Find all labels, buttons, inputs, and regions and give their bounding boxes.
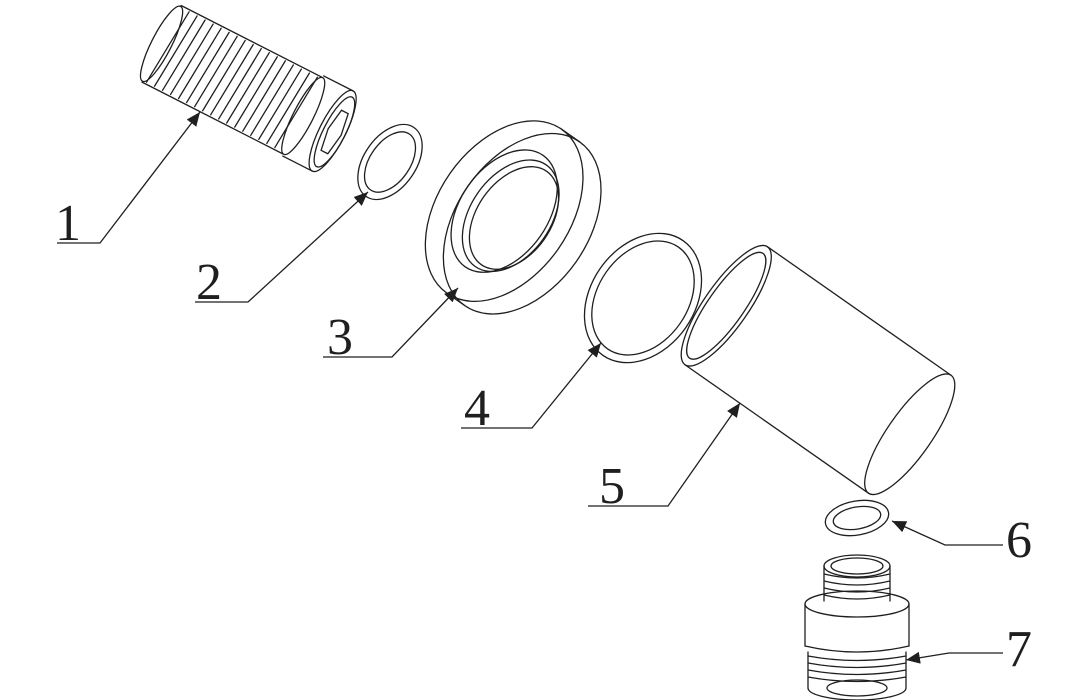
part2-inner-edge	[363, 131, 417, 193]
part-6-small-o-ring	[824, 499, 890, 537]
part-1-threaded-set-screw	[139, 4, 357, 173]
leader-line-4	[461, 342, 602, 429]
part6-inner-edge	[832, 505, 882, 531]
part-4-o-ring	[583, 232, 703, 364]
part5-mouth-inner	[686, 251, 767, 360]
part3-bore-opening	[450, 149, 558, 273]
callout-label-1: 1	[55, 195, 81, 252]
callout-labels-layer: 1 2 3 4 5 6 7	[55, 195, 1032, 678]
callout-label-7: 7	[1006, 621, 1032, 678]
part-7-threaded-connector	[804, 554, 910, 700]
part7-top-inner	[830, 557, 884, 575]
part7-upper-thread-lines	[823, 573, 891, 600]
part1-thread-lines	[145, 11, 319, 149]
part1-end-chamfer	[313, 96, 356, 168]
leader-line-7	[905, 651, 1003, 664]
part1-hex-socket	[320, 109, 349, 155]
part5-closed-end	[864, 373, 956, 496]
leader-line-5	[588, 402, 741, 507]
part7-bottom-bore	[826, 679, 888, 697]
leader-line-3	[323, 287, 459, 358]
callout-label-2: 2	[196, 254, 222, 311]
part6-outer-edge	[824, 499, 890, 537]
part4-outer-edge	[583, 232, 703, 364]
leader-line-2	[195, 191, 369, 303]
part-5-cylindrical-cover	[680, 244, 956, 496]
callout-label-4: 4	[464, 380, 490, 437]
part4-inner-edge	[591, 240, 695, 356]
callout-label-3: 3	[327, 309, 353, 366]
callout-label-5: 5	[599, 458, 625, 515]
leader-lines-layer	[57, 111, 1003, 664]
part3-bore-depth	[461, 159, 560, 273]
leader-line-1	[57, 111, 201, 244]
part7-body-bottom-curve	[804, 645, 910, 653]
part1-thread-end-ring	[281, 76, 326, 156]
leader-line-6	[891, 520, 1003, 546]
callout-label-6: 6	[1006, 512, 1032, 569]
parts-layer	[139, 4, 956, 700]
part3-bore-thread-hint	[468, 166, 560, 270]
part1-thread-start-face	[139, 5, 184, 83]
part7-lower-thread-lines	[807, 655, 907, 683]
